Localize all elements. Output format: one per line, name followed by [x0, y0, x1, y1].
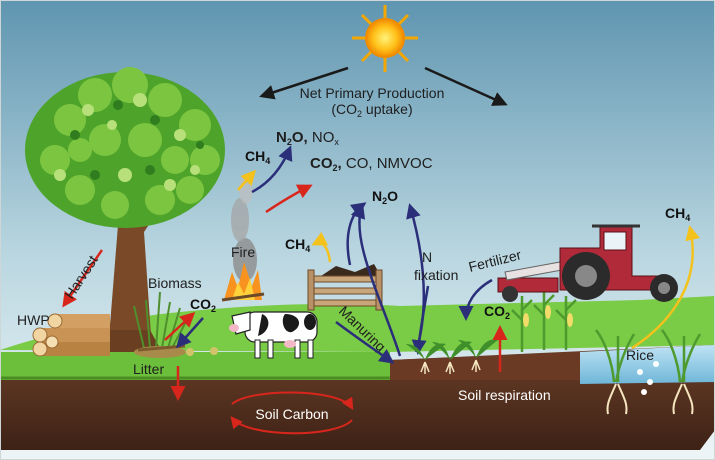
harvest-arrow	[62, 249, 104, 308]
soil-respiration-label: Soil respiration	[458, 387, 551, 403]
manure-ch4-label: CH4	[285, 236, 310, 254]
fire-co2-arrow	[265, 184, 313, 214]
soil-n2o-arrow	[350, 203, 402, 357]
rice-roots	[606, 383, 694, 415]
biomass-co2-arrow	[164, 311, 196, 341]
sun-icon	[352, 5, 418, 72]
tree	[25, 67, 225, 352]
rice-plants	[595, 329, 702, 383]
hwp-label: HWP	[17, 312, 50, 328]
fire-ch4-label: CH4	[245, 148, 270, 166]
manure-enclosure	[307, 264, 383, 311]
npp-arrow-left	[259, 66, 349, 100]
rice-ch4-arrow	[631, 225, 700, 350]
cow-icon	[229, 311, 318, 359]
soil-carbon-label: Soil Carbon	[255, 406, 328, 422]
biomass-co2-label: CO2	[190, 296, 216, 314]
npp-label-line2: (CO2 uptake)	[331, 101, 412, 119]
n-fixation-arrow	[411, 285, 430, 355]
biomass-label: Biomass	[148, 275, 202, 291]
fire-ch4-arrow	[237, 169, 256, 191]
soil-co2-label: CO2	[484, 303, 510, 321]
grass-left	[0, 352, 390, 380]
fire-n2o-arrow	[251, 145, 293, 194]
corn-cobs	[523, 305, 573, 327]
fire-icon	[221, 176, 265, 302]
harvested-wood-logs	[32, 313, 110, 357]
crop-roots	[420, 359, 481, 374]
tractor-icon	[497, 224, 678, 302]
fire-label: Fire	[231, 244, 255, 260]
rice-ch4-label: CH4	[665, 205, 690, 223]
n2o-center-label: N2O	[372, 188, 398, 206]
fire-n2o-label: N2O, NOx	[276, 129, 339, 147]
npp-arrow-right	[424, 66, 508, 106]
biomass-grass	[133, 291, 189, 349]
soil-carbon-arrow-top	[231, 391, 354, 411]
n-fixation-line2: fixation	[414, 267, 458, 283]
manure-ch4-arrow	[311, 231, 332, 263]
field-soil	[390, 352, 580, 380]
manuring-arrow	[335, 320, 395, 364]
fire-co2-label: CO2, CO, NMVOC	[310, 155, 433, 173]
litter-label: Litter	[133, 361, 164, 377]
rice-label: Rice	[626, 347, 654, 363]
biomass-uptake-arrow	[176, 317, 204, 349]
methane-bubbles	[637, 361, 659, 395]
crop-seedlings	[406, 339, 498, 360]
fertilizer-arrow	[458, 278, 493, 321]
npp-label-line1: Net Primary Production	[300, 85, 445, 101]
n-fixation-line1: N	[422, 249, 432, 265]
soil-carbon-arrow-bottom	[230, 416, 353, 435]
corn-plants	[511, 290, 577, 352]
